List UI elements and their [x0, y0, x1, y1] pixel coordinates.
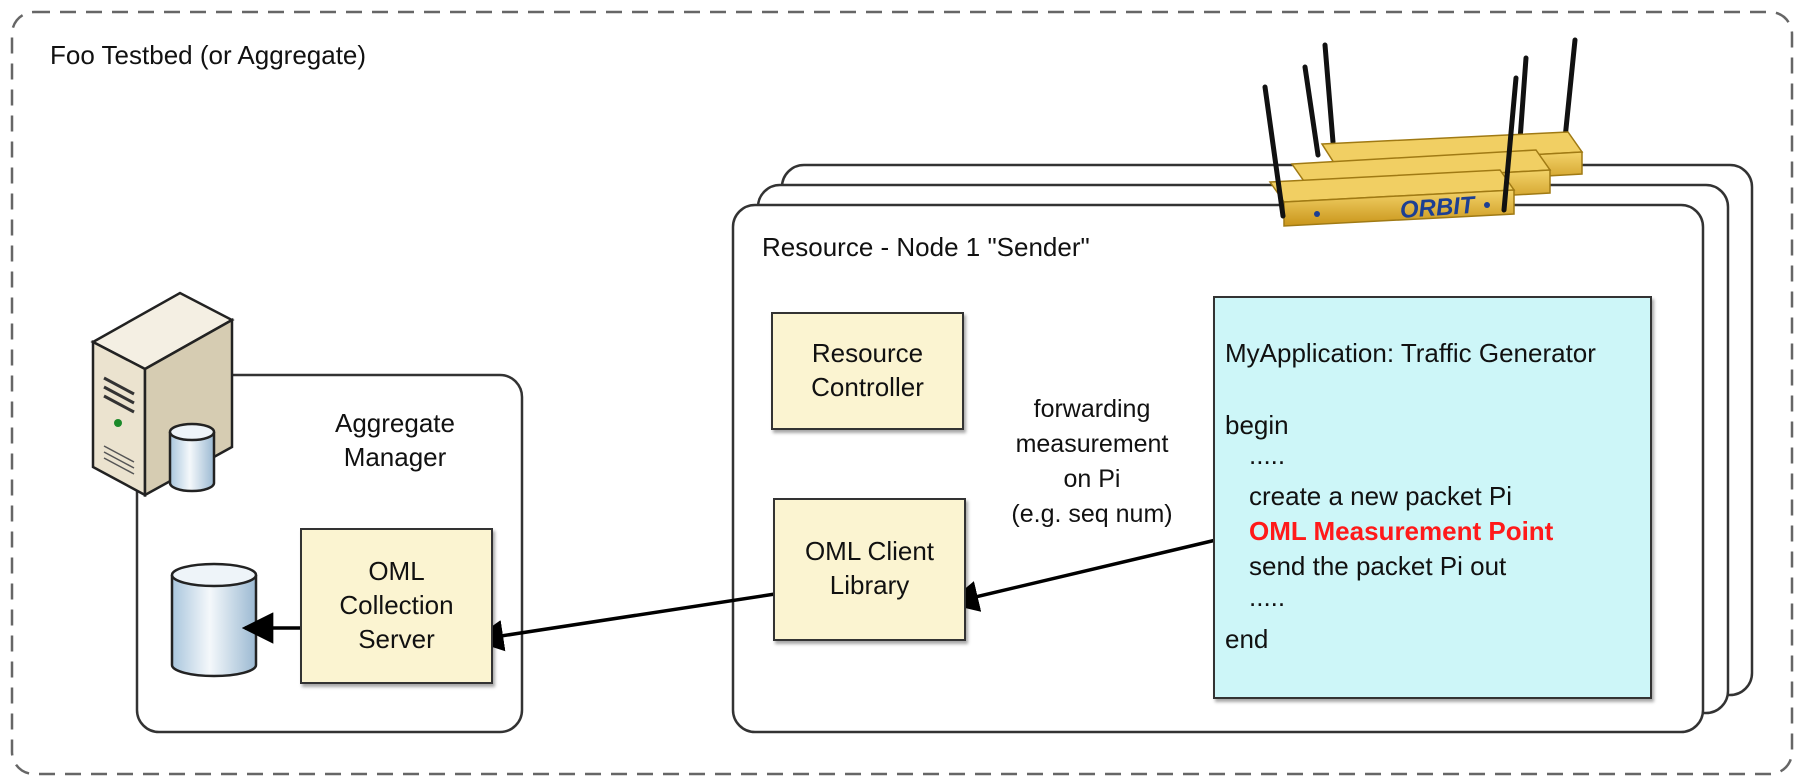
forwarding-line3: on Pi: [1063, 465, 1121, 493]
arrow-app-to-client: [946, 538, 1217, 612]
forwarding-line4: (e.g. seq num): [1011, 500, 1173, 528]
aggregate-manager-label: Aggregate Manager: [300, 406, 490, 474]
code-end: end: [1225, 624, 1269, 654]
resource-controller-line2: Controller: [811, 372, 924, 402]
arrow-client-to-server: [471, 592, 776, 652]
resource-controller-line1: Resource: [811, 338, 924, 368]
database-icon: [170, 562, 258, 678]
collection-server-label: OML Collection Server: [302, 554, 491, 656]
router-brand: ORBIT: [1399, 192, 1478, 224]
oml-client-line2: Library: [829, 570, 910, 600]
testbed-label: Foo Testbed (or Aggregate): [50, 40, 367, 70]
server-database-icon: [168, 422, 216, 493]
code-dots-2: .....: [1249, 582, 1286, 612]
code-send-packet: send the packet Pi out: [1249, 551, 1507, 581]
code-dots-1: .....: [1249, 440, 1286, 470]
forwarding-annotation: forwarding measurement on Pi (e.g. seq n…: [987, 392, 1197, 532]
resource-controller-box: Resource Controller: [771, 312, 964, 430]
code-create-packet: create a new packet Pi: [1249, 481, 1513, 511]
collection-server-box: OML Collection Server: [300, 528, 493, 684]
resource-label: Resource - Node 1 "Sender": [762, 232, 1090, 262]
oml-client-line1: OML Client: [804, 536, 935, 566]
forwarding-line2: measurement: [1015, 430, 1169, 458]
application-box: MyApplication: Traffic Generator begin .…: [1213, 296, 1652, 699]
oml-client-box: OML Client Library: [773, 498, 966, 641]
collection-server-line2: Collection: [339, 590, 454, 620]
collection-server-line3: Server: [358, 624, 435, 654]
code-measurement-point: OML Measurement Point: [1249, 516, 1554, 546]
aggregate-manager-label-line1: Aggregate: [335, 408, 455, 438]
resource-controller-label: Resource Controller: [773, 336, 962, 404]
application-title: MyApplication: Traffic Generator: [1225, 338, 1596, 368]
collection-server-line1: OML: [368, 556, 425, 586]
router-icon: ORBIT: [1262, 37, 1584, 227]
testbed-boundary: [10, 10, 1794, 776]
oml-client-label: OML Client Library: [775, 534, 964, 602]
code-begin: begin: [1225, 410, 1289, 440]
aggregate-manager-label-line2: Manager: [343, 442, 447, 472]
forwarding-line1: forwarding: [1033, 395, 1151, 423]
